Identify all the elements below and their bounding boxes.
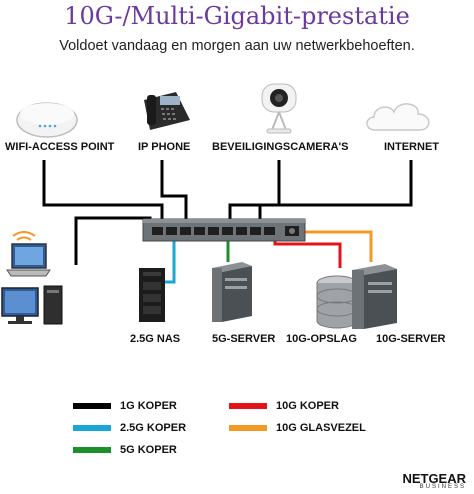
security-camera-icon [261, 83, 297, 134]
legend-label: 1G KOPER [120, 400, 177, 412]
label-security-cameras: BEVEILIGINGSCAMERA'S [212, 141, 349, 153]
legend-label: 2.5G KOPER [120, 422, 187, 434]
label-10g-server: 10G-SERVER [376, 333, 446, 345]
cable-camera [228, 160, 281, 226]
cable-phone [160, 160, 188, 226]
legend-swatch [73, 403, 111, 409]
label-nas: 2.5G NAS [130, 333, 181, 345]
legend-item-1g-copper: 1G KOPER [73, 400, 177, 412]
netgear-logo: NETGEAR BUSINESS [402, 471, 466, 490]
wifi-access-point-icon [16, 102, 78, 138]
label-wifi-access-point: WIFI-ACCESS POINT [5, 141, 115, 153]
5g-server-icon [212, 262, 252, 322]
label-5g-server: 5G-SERVER [212, 333, 276, 345]
legend-item-10g-copper: 10G KOPER [229, 400, 339, 412]
legend-swatch [73, 447, 111, 453]
legend-item-2-5g-copper: 2.5G KOPER [73, 422, 186, 434]
legend-label: 10G GLASVEZEL [276, 422, 366, 434]
legend-item-5g-copper: 5G KOPER [73, 444, 177, 456]
ip-phone-icon [144, 92, 190, 130]
10g-server-icon [352, 264, 397, 329]
network-switch-icon [142, 218, 306, 242]
label-internet: INTERNET [384, 141, 439, 153]
legend-swatch [229, 425, 267, 431]
internet-cloud-icon [366, 103, 430, 131]
cable-10g-server [296, 230, 373, 262]
legend-swatch [229, 403, 267, 409]
legend-label: 10G KOPER [276, 400, 339, 412]
label-ip-phone: IP PHONE [138, 141, 191, 153]
nas-storage-icon [139, 268, 165, 322]
legend-item-10g-fiber: 10G GLASVEZEL [229, 422, 366, 434]
brand-name: NETGEAR [402, 471, 466, 486]
legend-label: 5G KOPER [120, 444, 177, 456]
cable-internet [258, 160, 413, 226]
page-subtitle: Voldoet vandaag en morgen aan uw netwerk… [59, 38, 415, 54]
cable-wifi [42, 160, 164, 226]
brand-sub: BUSINESS [419, 484, 466, 490]
laptop-icon [6, 231, 51, 277]
10g-storage-icon [316, 275, 358, 329]
cable-laptop [74, 216, 152, 265]
desktop-computer-icon [1, 285, 63, 325]
page-title: 10G-/Multi-Gigabit-prestatie [64, 2, 410, 30]
legend-swatch [73, 425, 111, 431]
label-10g-storage: 10G-OPSLAG [286, 333, 357, 345]
